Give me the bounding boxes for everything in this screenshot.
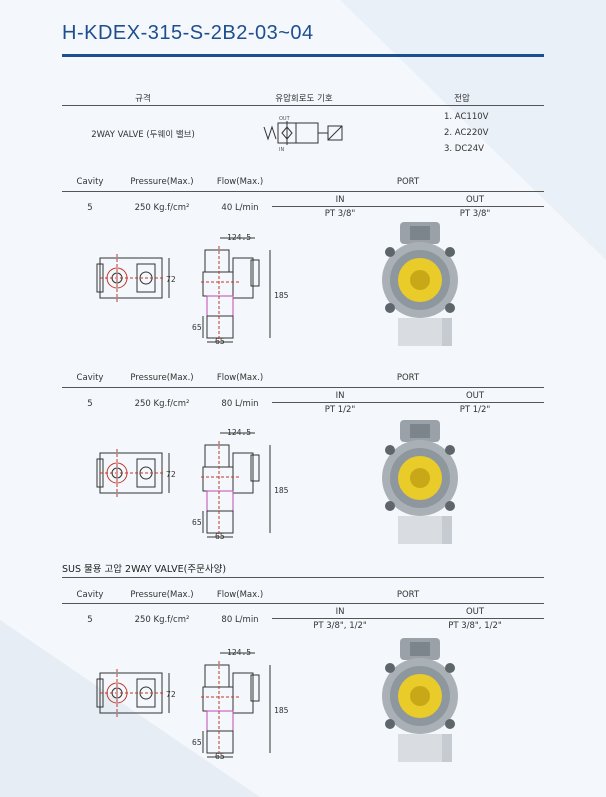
voltage-2: 2. AC220V xyxy=(444,128,489,138)
dim-height: 185 xyxy=(274,706,289,715)
title-underline xyxy=(62,54,544,57)
port-in-value: PT 1/2" xyxy=(324,405,356,415)
symbol-in-label: IN xyxy=(279,147,284,153)
valve-technical-drawing: 124.5 72 185 65 65 xyxy=(96,233,289,345)
col-in: IN xyxy=(335,391,345,401)
pressure-value: 250 Kg.f/cm² xyxy=(134,203,190,213)
valve-technical-drawing: 124.5 72 185 65 65 xyxy=(96,428,289,540)
port-out-value: PT 3/8", 1/2" xyxy=(448,621,502,631)
col-pressure: Pressure(Max.) xyxy=(130,590,194,600)
sus-section-heading: SUS 물용 고압 2WAY VALVE(주문사양) xyxy=(62,564,227,575)
section-rule xyxy=(62,577,544,578)
dim-base-width: 65 xyxy=(215,752,225,760)
flow-value: 40 L/min xyxy=(221,203,259,213)
cavity-value: 5 xyxy=(87,203,93,213)
col-pressure: Pressure(Max.) xyxy=(130,373,194,383)
port-rule xyxy=(272,206,544,207)
col-flow: Flow(Max.) xyxy=(216,177,264,187)
hydraulic-symbol: OUT IN xyxy=(263,116,343,153)
pressure-value: 250 Kg.f/cm² xyxy=(134,615,190,625)
pressure-value: 250 Kg.f/cm² xyxy=(134,399,190,409)
spec-value: 2WAY VALVE (두웨이 밸브) xyxy=(91,130,195,140)
col-in: IN xyxy=(335,195,345,205)
col-flow: Flow(Max.) xyxy=(216,373,264,383)
dim-side: 72 xyxy=(166,690,176,699)
col-in: IN xyxy=(335,607,345,617)
table-rule xyxy=(62,387,544,388)
valve-product-photo xyxy=(382,638,458,762)
col-port: PORT xyxy=(396,590,420,600)
dim-base-height: 65 xyxy=(192,323,202,332)
spec-table-rule xyxy=(62,105,544,106)
table-rule xyxy=(62,191,544,192)
dim-side: 72 xyxy=(166,275,176,284)
col-out: OUT xyxy=(465,391,485,401)
flow-value: 80 L/min xyxy=(221,615,259,625)
col-port: PORT xyxy=(396,373,420,383)
col-out: OUT xyxy=(465,607,485,617)
flow-value: 80 L/min xyxy=(221,399,259,409)
port-in-value: PT 3/8" xyxy=(324,209,356,219)
voltage-1: 1. AC110V xyxy=(444,112,489,122)
col-pressure: Pressure(Max.) xyxy=(130,177,194,187)
col-out: OUT xyxy=(465,195,485,205)
port-rule xyxy=(272,402,544,403)
col-port: PORT xyxy=(396,177,420,187)
port-rule xyxy=(272,618,544,619)
port-in-value: PT 3/8", 1/2" xyxy=(313,621,367,631)
valve-product-photo xyxy=(382,222,458,346)
dim-base-height: 65 xyxy=(192,738,202,747)
dim-height: 185 xyxy=(274,291,289,300)
header-voltage: 전압 xyxy=(454,94,470,104)
page-title: H-KDEX-315-S-2B2-03~04 xyxy=(62,22,314,44)
port-out-value: PT 1/2" xyxy=(459,405,491,415)
valve-technical-drawing: 124.5 72 185 65 65 xyxy=(96,648,289,760)
col-flow: Flow(Max.) xyxy=(216,590,264,600)
dim-base-width: 65 xyxy=(215,532,225,540)
dim-width: 124.5 xyxy=(227,648,251,657)
dim-height: 185 xyxy=(274,486,289,495)
port-out-value: PT 3/8" xyxy=(459,209,491,219)
col-cavity: Cavity xyxy=(76,373,104,383)
cavity-value: 5 xyxy=(87,399,93,409)
dim-width: 124.5 xyxy=(227,428,251,437)
cavity-value: 5 xyxy=(87,615,93,625)
col-cavity: Cavity xyxy=(76,177,104,187)
dim-base-width: 65 xyxy=(215,337,225,345)
header-spec: 규격 xyxy=(135,94,151,104)
symbol-out-label: OUT xyxy=(279,116,291,122)
dim-width: 124.5 xyxy=(227,233,251,242)
dim-side: 72 xyxy=(166,470,176,479)
voltage-3: 3. DC24V xyxy=(444,144,484,154)
col-cavity: Cavity xyxy=(76,590,104,600)
valve-product-photo xyxy=(382,420,458,544)
dim-base-height: 65 xyxy=(192,518,202,527)
header-symbol: 유압회로도 기호 xyxy=(275,94,333,104)
table-rule xyxy=(62,603,544,604)
